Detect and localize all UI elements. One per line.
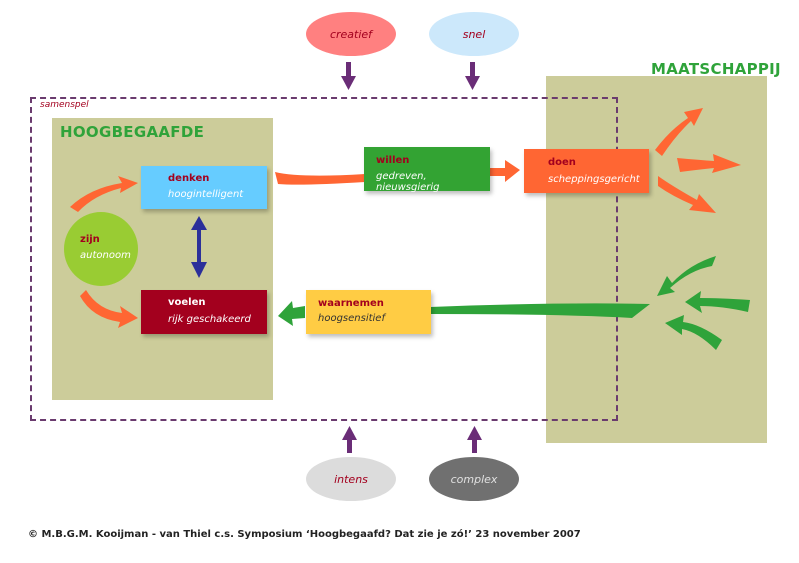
voelen-sub: rijk geschakeerd: [168, 314, 251, 325]
maatschappij-title: MAATSCHAPPIJ: [651, 60, 781, 78]
willen-box: willen gedreven, nieuwsgierig: [364, 147, 490, 193]
arrow-in-2: [685, 291, 750, 313]
denken-label: denken: [168, 173, 210, 184]
denken-voelen-arrow: [191, 216, 207, 278]
voelen-label: voelen: [168, 297, 206, 308]
samenspel-label: samenspel: [40, 100, 89, 110]
arrow-doen-out-3: [658, 176, 716, 213]
arrow-doen-out-2: [677, 154, 741, 173]
arrow-snel: [470, 62, 475, 78]
willen-sub: gedreven, nieuwsgierig: [376, 171, 440, 193]
input-arrows: [341, 62, 482, 453]
input-snel: snel: [429, 12, 519, 56]
waarnemen-sub: hoogsensitief: [318, 313, 385, 324]
input-intens: intens: [306, 457, 396, 501]
arrow-zijn-voelen: [80, 290, 138, 328]
willen-label: willen: [376, 155, 410, 166]
footer-credit: © M.B.G.M. Kooijman - van Thiel c.s. Sym…: [28, 529, 581, 540]
denken-sub: hoogintelligent: [168, 189, 244, 200]
arrow-complex: [472, 437, 477, 453]
arrow-in-1: [657, 256, 716, 296]
hoogbegaafde-title: HOOGBEGAAFDE: [60, 123, 205, 141]
arrow-intens: [347, 437, 352, 453]
doen-sub: scheppingsgericht: [548, 174, 640, 185]
arrow-creatief: [346, 62, 351, 78]
arrow-waarnemen-voelen: [278, 301, 305, 326]
waarnemen-label: waarnemen: [318, 298, 384, 309]
voelen-box: voelen rijk geschakeerd: [141, 290, 267, 334]
arrow-zijn-denken: [70, 176, 138, 212]
samenspel-boundary: [30, 97, 618, 421]
zijn-sub: autonoom: [80, 250, 131, 261]
doen-label: doen: [548, 157, 576, 168]
doen-box: doen scheppingsgericht: [524, 149, 649, 193]
arrow-doen-out-1: [655, 108, 703, 156]
zijn-circle: zijn autonoom: [64, 212, 138, 286]
denken-box: denken hoogintelligent: [141, 166, 267, 209]
input-creatief: creatief: [306, 12, 396, 56]
waarnemen-box: waarnemen hoogsensitief: [306, 290, 431, 334]
zijn-label: zijn: [80, 234, 100, 245]
arrow-willen-doen: [488, 160, 520, 182]
input-complex: complex: [429, 457, 519, 501]
arrow-maatschappij-waarnemen: [430, 303, 650, 318]
arrow-in-3: [665, 315, 722, 350]
maatschappij-panel: [546, 76, 767, 443]
arrow-denken-willen: [275, 172, 365, 185]
